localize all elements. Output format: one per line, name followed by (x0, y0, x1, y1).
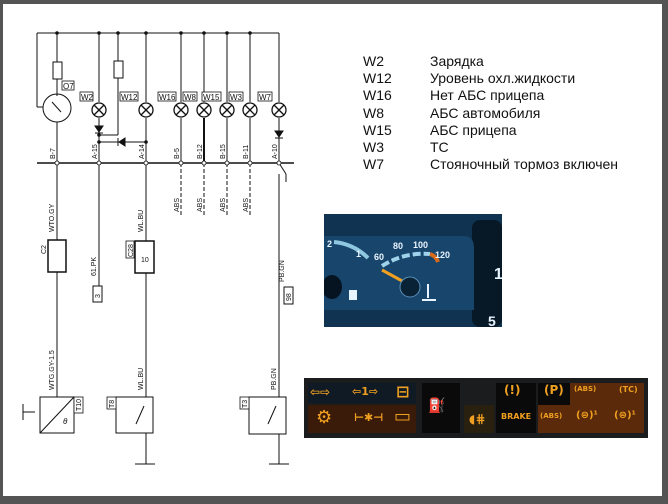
lamp-w8-icon (196, 102, 212, 118)
wire-label: WL.BU (138, 210, 145, 232)
oil-can-icon: ⛽ (428, 398, 446, 414)
resistor-1 (52, 61, 63, 80)
brake-warning-icon: (!) (504, 383, 521, 397)
pin-label: B-12 (197, 144, 204, 159)
coolant-temp-icon (422, 284, 436, 301)
connector-pin: 10 (141, 257, 149, 264)
connector-c2 (47, 239, 67, 273)
wire-label: WL.BU (138, 368, 145, 390)
lamp-w3-icon (242, 102, 258, 118)
rear-fog-icon: ◖⋕ (469, 412, 486, 426)
pin-label: B-5 (174, 148, 181, 159)
temp-sensor-t10 (39, 396, 75, 434)
pin-label: B-7 (50, 148, 57, 159)
switch-t3 (248, 396, 287, 435)
wire-label: 61.PK (91, 257, 98, 276)
lamp-w16-icon (173, 102, 189, 118)
abs-label: ABS (197, 198, 204, 212)
wire-label: WTO.GY (49, 203, 56, 232)
turn-signal-icon: ⇦⇨ (310, 385, 331, 399)
sensor-label: T8 (109, 400, 116, 408)
wire-label: PB.GN (271, 368, 278, 390)
diagram-sheet: O7 W2 W12 W16 W8 W15 W3 W7 B-7 A-15 A-14… (3, 4, 662, 496)
pin-label: A-15 (92, 144, 99, 159)
pin-label: B-11 (243, 145, 250, 159)
trailer-brake-icon-1: (⊜)¹ (576, 410, 598, 421)
wire-label: PB.GN (279, 260, 286, 282)
lamp-label: W2 (81, 93, 94, 102)
switch-t8 (115, 396, 154, 434)
trailer-abs-icon: (ABS) (540, 412, 563, 420)
abs-label: ABS (174, 198, 181, 212)
brake-text: BRAKE (501, 412, 532, 421)
abs-label: ABS (220, 198, 227, 212)
scale-label: 1 (356, 249, 361, 259)
scale-label: 80 (393, 241, 403, 251)
scale-label: 2 (327, 239, 332, 249)
lamp-label: W3 (230, 93, 243, 102)
scale-label: 60 (374, 252, 384, 262)
scale-label: 100 (413, 240, 428, 250)
warning-lights-panel: ⇦⇨ ⇦1⇨ ⊟ ⛽ (!) (P) (ABS) (TC) ⚙ ⊢✱⊣ ▭ ◖⋕… (304, 378, 648, 438)
pin-label: B-15 (220, 144, 227, 159)
gear-icon: ⚙ (316, 407, 333, 428)
tag-label: 3 (95, 294, 102, 298)
connector-label: C28 (128, 244, 135, 257)
fuel-pump-icon (349, 290, 357, 300)
body-icon: ▭ (394, 406, 412, 427)
abs-label: ABS (243, 198, 250, 212)
connector-label: C2 (41, 245, 48, 254)
scale-label: 120 (435, 250, 450, 260)
lamp-label: W16 (159, 93, 176, 102)
theta-label: θ (63, 417, 68, 426)
pin-label: A-14 (139, 144, 146, 159)
axle-lock-icon: ⊢✱⊣ (354, 411, 384, 424)
wire-label: WTG.GY-1.5 (49, 350, 56, 390)
wiring-schematic: O7 W2 W12 W16 W8 W15 W3 W7 B-7 A-15 A-14… (22, 31, 294, 465)
lamp-label: W15 (203, 93, 220, 102)
lamp-w12-icon (138, 102, 154, 118)
digit: 1 (494, 266, 502, 283)
lamp-label: W8 (184, 93, 197, 102)
lamp-w15-icon (219, 102, 235, 118)
lamp-label: W7 (259, 93, 272, 102)
sensor-label: T3 (242, 400, 249, 408)
gauge-label: O7 (63, 82, 74, 91)
lamp-w2-icon (91, 102, 107, 118)
sensor-label: T10 (76, 399, 83, 411)
pin-label: A-10 (272, 144, 279, 159)
lamp-w7-icon (271, 102, 287, 118)
abs-icon: (ABS) (574, 385, 597, 393)
tc-icon: (TC) (619, 385, 638, 394)
battery-icon: ⊟ (396, 382, 410, 401)
digit: 5 (488, 313, 496, 327)
temperature-gauge-photo: 2 1 60 80 100 120 1 5 (324, 214, 502, 327)
trailer-turn-icon: ⇦1⇨ (352, 385, 379, 398)
parking-brake-icon: (P) (544, 383, 564, 397)
connector-c28 (134, 240, 155, 274)
lamp-label: W12 (121, 93, 138, 102)
tag-label: 98 (286, 293, 293, 301)
trailer-brake-icon-2: (⊜)¹ (614, 410, 636, 421)
